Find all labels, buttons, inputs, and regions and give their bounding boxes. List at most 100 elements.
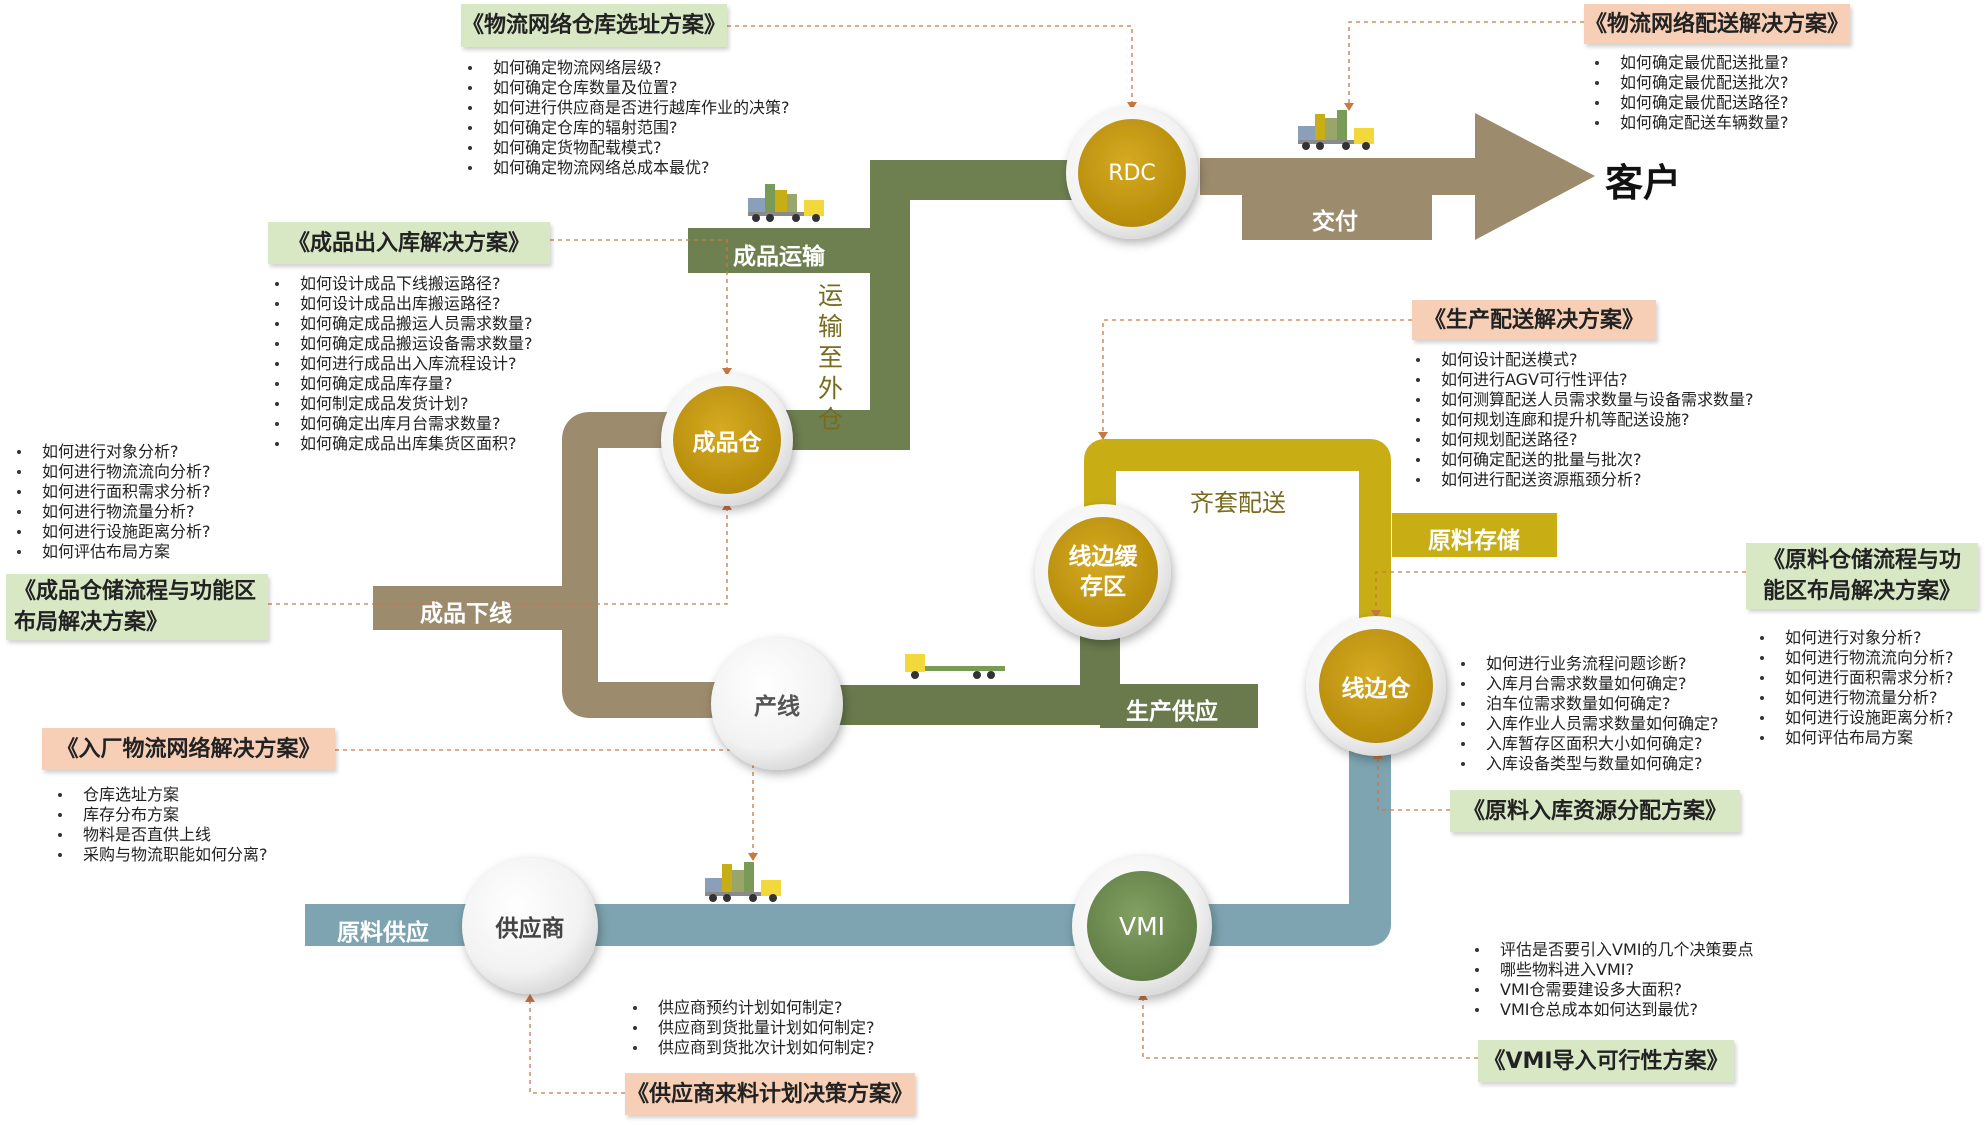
list-item: 如何设计配送模式? — [1413, 350, 1754, 370]
finished-layout-title-line2: 布局解决方案》 — [14, 610, 169, 635]
list-item: 如何进行设施距离分析? — [14, 522, 211, 542]
list-item: VMI仓总成本如何达到最优? — [1472, 1000, 1753, 1020]
inbound-network-questions: 仓库选址方案 库存分布方案 物料是否直供上线 采购与物流职能如何分离? — [55, 785, 268, 865]
raw-layout-questions: 如何进行对象分析? 如何进行物流流向分析? 如何进行面积需求分析? 如何进行物流… — [1757, 628, 1954, 748]
to-external-label: 运输至外仓 — [818, 281, 844, 434]
list-item: 如何进行物流流向分析? — [1757, 648, 1954, 668]
kit-delivery-band — [1084, 439, 1391, 640]
finished-io-solution-box[interactable]: 《成品出入库解决方案》 — [268, 222, 550, 264]
list-item: 如何确定最优配送批量? — [1592, 53, 1789, 73]
rdc-label: RDC — [1108, 160, 1156, 186]
list-item: 如何进行物流量分析? — [1757, 688, 1954, 708]
finished-layout-title-line1: 《成品仓储流程与功能区 — [14, 579, 257, 604]
vmi-node[interactable]: VMI — [1087, 871, 1197, 981]
rdc-node[interactable]: RDC — [1078, 119, 1186, 227]
delivery-label-box — [1242, 195, 1432, 240]
finished-warehouse-label: 成品仓 — [692, 430, 762, 456]
list-item: 如何进行设施距离分析? — [1757, 708, 1954, 728]
raw-layout-solution-box[interactable]: 《原料仓储流程与功 能区布局解决方案》 — [1746, 543, 1978, 609]
raw-supply-band — [305, 745, 1391, 946]
supplier-plan-questions: 供应商预约计划如何制定? 供应商到货批量计划如何制定? 供应商到货批次计划如何制… — [630, 998, 875, 1058]
list-item: 如何进行成品出入库流程设计? — [272, 354, 533, 374]
network-warehouse-questions: 如何确定物流网络层级? 如何确定仓库数量及位置? 如何进行供应商是否进行越库作业… — [465, 58, 790, 178]
list-item: 如何确定成品出库集货区面积? — [272, 434, 533, 454]
raw-layout-title-line2: 能区布局解决方案》 — [1762, 579, 1961, 604]
list-item: 如何设计成品下线搬运路径? — [272, 274, 533, 294]
inbound-network-solution-box[interactable]: 《入厂物流网络解决方案》 — [42, 728, 335, 770]
node-circles — [462, 107, 1446, 996]
delivery-label: 交付 — [1312, 209, 1358, 235]
list-item: 供应商到货批量计划如何制定? — [630, 1018, 875, 1038]
kit-delivery-label: 齐套配送 — [1190, 489, 1286, 517]
list-item: 如何确定物流网络层级? — [465, 58, 790, 78]
list-item: 如何进行业务流程问题诊断? — [1458, 654, 1719, 674]
production-line-node[interactable]: 产线 — [723, 650, 831, 758]
list-item: 如何设计成品出库搬运路径? — [272, 294, 533, 314]
list-item: 泊车位需求数量如何确定? — [1458, 694, 1719, 714]
supplier-plan-solution-box[interactable]: 《供应商来料计划决策方案》 — [625, 1073, 915, 1115]
list-item: 哪些物料进入VMI? — [1472, 960, 1753, 980]
truck-icon — [1298, 110, 1374, 150]
dashed-connectors — [268, 21, 1746, 1094]
line-warehouse-questions: 如何进行业务流程问题诊断? 入库月台需求数量如何确定? 泊车位需求数量如何确定?… — [1458, 654, 1719, 774]
production-line-label: 产线 — [754, 694, 800, 720]
list-item: 如何确定最优配送批次? — [1592, 73, 1789, 93]
production-distribution-solution-box[interactable]: 《生产配送解决方案》 — [1412, 300, 1656, 340]
finished-layout-solution-box[interactable]: 《成品仓储流程与功能区 布局解决方案》 — [6, 574, 268, 640]
list-item: 如何确定配送车辆数量? — [1592, 113, 1789, 133]
raw-supply-label: 原料供应 — [337, 920, 429, 946]
production-distribution-questions: 如何设计配送模式? 如何进行AGV可行性评估? 如何测算配送人员需求数量与设备需… — [1413, 350, 1754, 490]
supplier-label: 供应商 — [495, 916, 565, 942]
list-item: 库存分布方案 — [55, 805, 268, 825]
list-item: 如何确定仓库数量及位置? — [465, 78, 790, 98]
list-item: 如何进行对象分析? — [14, 442, 211, 462]
raw-layout-title-line1: 《原料仓储流程与功 — [1762, 548, 1961, 573]
list-item: 如何制定成品发货计划? — [272, 394, 533, 414]
finished-warehouse-node[interactable]: 成品仓 — [673, 386, 781, 494]
raw-inbound-solution-box[interactable]: 《原料入库资源分配方案》 — [1450, 790, 1740, 832]
connector-arrowheads — [525, 102, 1383, 1002]
customer-label: 客户 — [1605, 161, 1682, 205]
truck-icon — [705, 862, 781, 902]
list-item: 如何进行AGV可行性评估? — [1413, 370, 1754, 390]
list-item: 物料是否直供上线 — [55, 825, 268, 845]
list-item: 如何进行物流量分析? — [14, 502, 211, 522]
product-transport-band — [760, 160, 1080, 450]
line-warehouse-node[interactable]: 线边仓 — [1319, 629, 1433, 743]
list-item: 如何进行物流流向分析? — [14, 462, 211, 482]
list-item: 如何规划配送路径? — [1413, 430, 1754, 450]
network-distribution-solution-box[interactable]: 《物流网络配送解决方案》 — [1584, 4, 1850, 44]
list-item: 如何规划连廊和提升机等配送设施? — [1413, 410, 1754, 430]
list-item: 入库设备类型与数量如何确定? — [1458, 754, 1719, 774]
line-buffer-node[interactable]: 线边缓 存区 — [1048, 517, 1158, 627]
production-supply-label-box — [1100, 684, 1258, 728]
list-item: 如何确定成品库存量? — [272, 374, 533, 394]
offline-band — [562, 412, 725, 718]
list-item: 如何确定物流网络总成本最优? — [465, 158, 790, 178]
list-item: 如何确定货物配载模式? — [465, 138, 790, 158]
product-transport-label-box — [688, 228, 870, 273]
list-item: VMI仓需要建设多大面积? — [1472, 980, 1753, 1000]
finished-layout-questions: 如何进行对象分析? 如何进行物流流向分析? 如何进行面积需求分析? 如何进行物流… — [14, 442, 211, 562]
product-transport-label: 成品运输 — [733, 244, 825, 270]
list-item: 如何确定出库月台需求数量? — [272, 414, 533, 434]
raw-storage-label: 原料存储 — [1428, 528, 1520, 554]
vmi-solution-box[interactable]: 《VMI导入可行性方案》 — [1478, 1040, 1734, 1082]
truck-icon — [905, 654, 1005, 679]
list-item: 如何进行对象分析? — [1757, 628, 1954, 648]
raw-storage-label-box — [1392, 513, 1557, 557]
list-item: 如何确定仓库的辐射范围? — [465, 118, 790, 138]
line-warehouse-label: 线边仓 — [1341, 676, 1411, 702]
list-item: 供应商预约计划如何制定? — [630, 998, 875, 1018]
list-item: 如何进行面积需求分析? — [14, 482, 211, 502]
offline-label: 成品下线 — [420, 601, 512, 627]
supplier-node[interactable]: 供应商 — [474, 870, 586, 982]
list-item: 入库月台需求数量如何确定? — [1458, 674, 1719, 694]
list-item: 如何评估布局方案 — [1757, 728, 1954, 748]
list-item: 供应商到货批次计划如何制定? — [630, 1038, 875, 1058]
list-item: 如何确定最优配送路径? — [1592, 93, 1789, 113]
production-supply-label: 生产供应 — [1126, 699, 1218, 725]
network-warehouse-solution-box[interactable]: 《物流网络仓库选址方案》 — [461, 4, 727, 47]
list-item: 评估是否要引入VMI的几个决策要点 — [1472, 940, 1753, 960]
list-item: 采购与物流职能如何分离? — [55, 845, 268, 865]
